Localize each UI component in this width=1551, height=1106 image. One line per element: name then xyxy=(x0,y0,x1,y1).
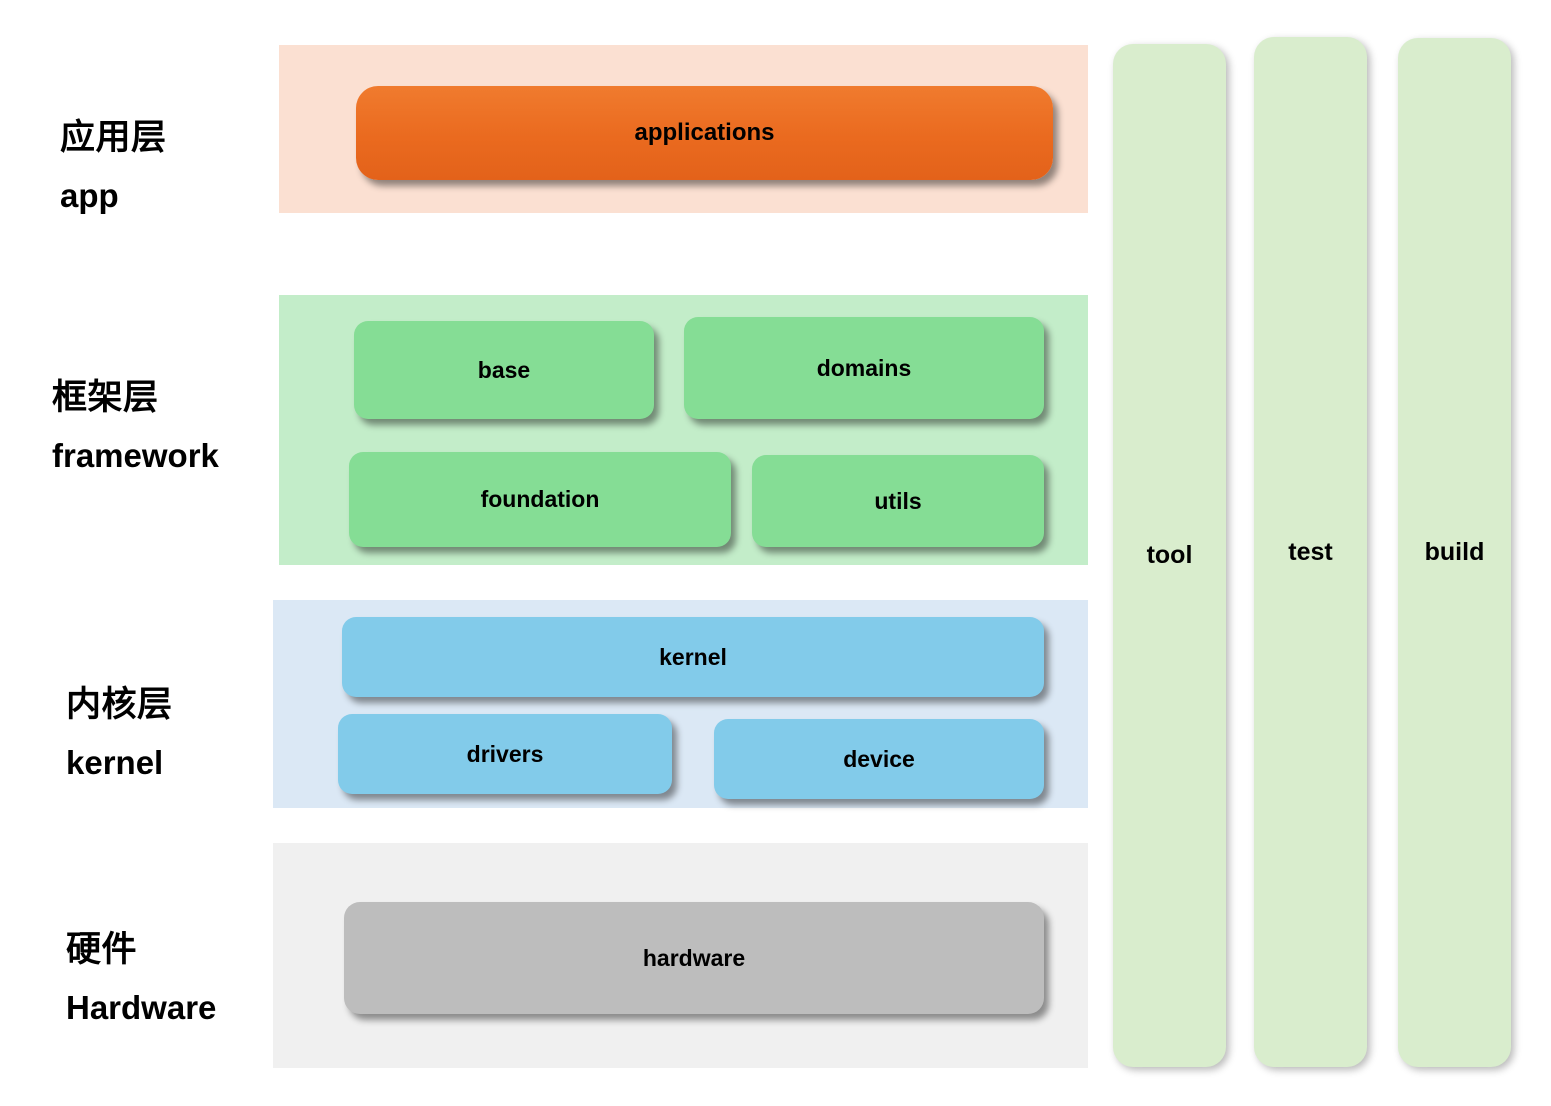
pillar-build[interactable]: build xyxy=(1398,38,1511,1067)
layer-caption-kernel: 内核层 kernel xyxy=(66,665,173,802)
block-kernel[interactable]: kernel xyxy=(342,617,1044,697)
layer-caption-hardware-en: Hardware xyxy=(66,989,217,1027)
block-utils-label: utils xyxy=(874,487,922,514)
block-kernel-label: kernel xyxy=(659,643,727,670)
block-applications[interactable]: applications xyxy=(356,86,1053,180)
layer-caption-hardware: 硬件 Hardware xyxy=(66,910,216,1047)
block-device-label: device xyxy=(843,745,915,772)
layer-caption-app-en: app xyxy=(60,177,119,215)
block-domains-label: domains xyxy=(816,354,912,381)
pillar-build-label: build xyxy=(1424,538,1485,566)
block-hardware[interactable]: hardware xyxy=(344,902,1044,1014)
layer-caption-framework-cn: 框架层 xyxy=(52,377,159,417)
layer-caption-app: 应用层 app xyxy=(60,98,167,235)
layer-caption-hardware-cn: 硬件 xyxy=(66,929,138,969)
pillar-test[interactable]: test xyxy=(1254,37,1367,1067)
layer-caption-kernel-en: kernel xyxy=(66,744,164,782)
pillar-tool-label: tool xyxy=(1146,541,1193,569)
layer-caption-framework: 框架层 framework xyxy=(52,358,219,495)
block-drivers-label: drivers xyxy=(466,740,544,767)
layer-caption-app-cn: 应用层 xyxy=(60,117,167,157)
block-applications-label: applications xyxy=(634,119,775,146)
block-foundation-label: foundation xyxy=(480,486,600,512)
block-domains[interactable]: domains xyxy=(684,317,1044,419)
block-foundation[interactable]: foundation xyxy=(349,452,731,547)
block-drivers[interactable]: drivers xyxy=(338,714,672,794)
block-device[interactable]: device xyxy=(714,719,1044,799)
block-hardware-label: hardware xyxy=(642,944,746,971)
block-base[interactable]: base xyxy=(354,321,654,419)
block-utils[interactable]: utils xyxy=(752,455,1044,547)
pillar-tool[interactable]: tool xyxy=(1113,44,1226,1067)
layer-caption-kernel-cn: 内核层 xyxy=(66,684,173,724)
block-base-label: base xyxy=(477,356,531,383)
layer-caption-framework-en: framework xyxy=(52,437,219,475)
pillar-test-label: test xyxy=(1288,537,1333,566)
